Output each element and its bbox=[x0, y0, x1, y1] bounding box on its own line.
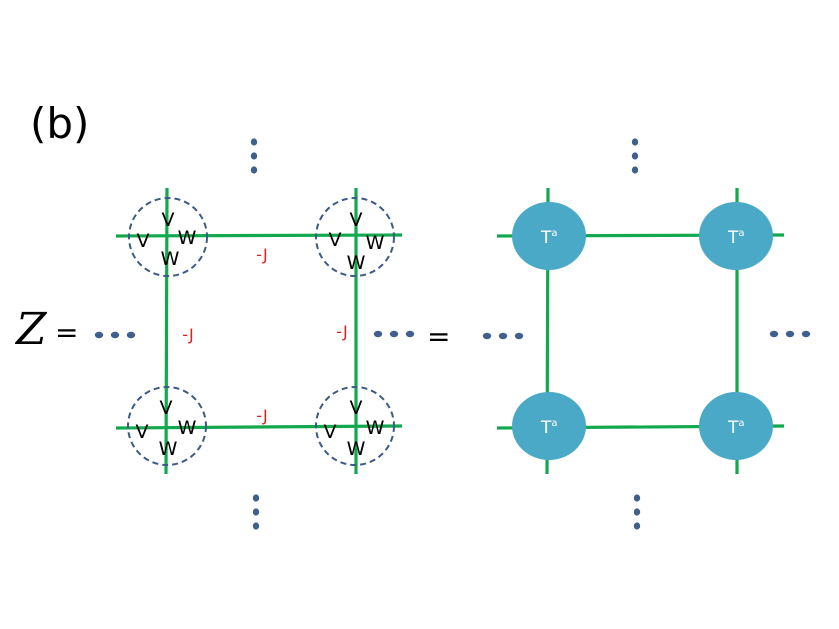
tensor-node-top-left bbox=[512, 202, 586, 270]
tensor-label: Ta bbox=[540, 228, 558, 248]
ellipsis-vertical-top-right bbox=[631, 138, 639, 174]
equals-sign-left: = bbox=[55, 316, 78, 349]
coupling-label-bottom: -J bbox=[256, 406, 267, 425]
coupling-label-top: -J bbox=[256, 245, 267, 264]
site-label-top: V bbox=[350, 397, 363, 419]
left-bond-top bbox=[115, 233, 403, 238]
ellipsis-vertical-top-left bbox=[250, 138, 258, 174]
site-label-top: V bbox=[162, 209, 175, 231]
tensor-node-bottom-left bbox=[512, 392, 586, 460]
site-label-left: V bbox=[137, 230, 150, 252]
site-circle-bottom-right bbox=[315, 386, 395, 466]
site-circle-bottom-left bbox=[127, 386, 207, 466]
tensor-label: Ta bbox=[727, 418, 745, 438]
coupling-label-right: -J bbox=[336, 322, 347, 341]
site-label-top: V bbox=[160, 397, 173, 419]
site-labels: V V W W V V W W V V W W V V W W bbox=[136, 209, 385, 460]
site-circle-top-right bbox=[315, 197, 395, 277]
site-label-bottom: W bbox=[159, 438, 178, 460]
site-label-right: W bbox=[366, 232, 385, 254]
tensor-label: Ta bbox=[540, 418, 558, 438]
site-label-right: W bbox=[178, 417, 197, 439]
equals-sign-middle: = bbox=[427, 320, 450, 353]
site-label-left: V bbox=[324, 421, 337, 443]
site-label-right: W bbox=[178, 227, 197, 249]
site-circle-top-left bbox=[128, 197, 208, 277]
partition-function-symbol: Z bbox=[14, 304, 48, 355]
continuation-dots bbox=[94, 138, 811, 530]
site-label-left: V bbox=[329, 229, 342, 251]
site-label-bottom: W bbox=[347, 252, 366, 274]
tensor-node-bottom-right bbox=[699, 392, 773, 460]
left-lattice-bonds bbox=[115, 187, 403, 475]
site-label-right: W bbox=[366, 417, 385, 439]
coupling-labels: -J -J -J -J bbox=[182, 245, 347, 425]
left-lattice-sites bbox=[127, 197, 395, 466]
ellipsis-horizontal-3 bbox=[482, 332, 524, 340]
panel-label: (b) bbox=[30, 99, 89, 148]
tensor-label: Ta bbox=[727, 228, 745, 248]
left-bond-bottom bbox=[115, 424, 403, 430]
tensor-node-top-right bbox=[699, 202, 773, 270]
ellipsis-vertical-bottom-left bbox=[252, 494, 260, 530]
ellipsis-horizontal-4 bbox=[769, 330, 811, 338]
ellipsis-horizontal-1 bbox=[94, 331, 136, 339]
ellipsis-vertical-bottom-right bbox=[633, 494, 641, 530]
site-label-bottom: W bbox=[161, 248, 180, 270]
site-label-left: V bbox=[136, 421, 149, 443]
site-label-top: V bbox=[350, 209, 363, 231]
site-label-bottom: W bbox=[347, 438, 366, 460]
ellipsis-horizontal-2 bbox=[373, 330, 415, 338]
tensor-labels: Ta Ta Ta Ta bbox=[540, 228, 745, 438]
coupling-label-left: -J bbox=[182, 325, 193, 344]
tensor-nodes bbox=[512, 202, 773, 460]
left-bond-left bbox=[164, 187, 169, 475]
